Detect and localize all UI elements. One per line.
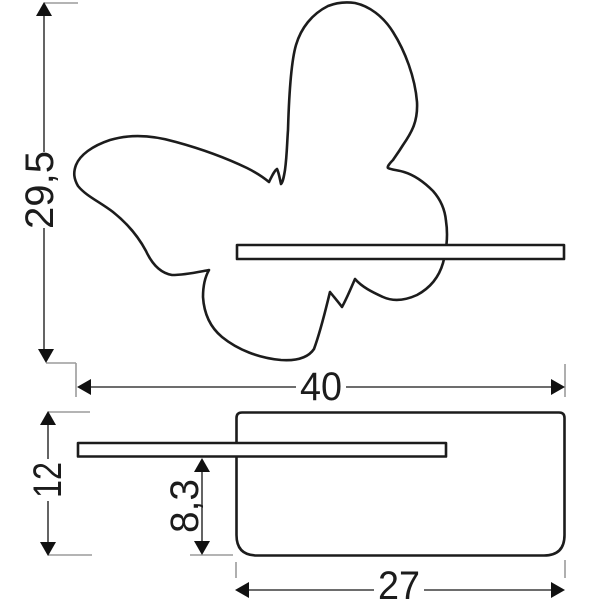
arrow-overall-height-bottom: [38, 349, 54, 363]
arrow-overall-width-left: [77, 379, 91, 395]
arrow-profile-width-left: [235, 582, 249, 598]
front-shelf-board: [235, 243, 566, 261]
butterfly-outline: [72, 1, 449, 362]
under-shelf-height-label: 8,3: [163, 479, 207, 533]
arrow-under-shelf-bottom: [194, 541, 210, 555]
arrow-overall-height-top: [36, 2, 52, 16]
arrow-profile-height-bottom: [40, 542, 56, 556]
arrow-profile-height-top: [40, 411, 56, 425]
dimension-labels: 29,5 40 12 8,3 27: [18, 151, 420, 600]
arrow-overall-width-right: [551, 379, 565, 395]
side-panel-bar: [76, 441, 448, 458]
extension-lines: [44, 2, 566, 578]
profile-height-label: 12: [26, 462, 70, 498]
dimension-arrowheads: [36, 2, 565, 598]
product-outlines: [72, 1, 566, 557]
profile-width-label: 27: [378, 564, 420, 600]
side-profile-outline: [235, 411, 566, 557]
overall-width-label: 40: [300, 365, 342, 409]
arrow-profile-width-right: [551, 582, 565, 598]
dimension-lines: [43, 14, 551, 591]
overall-height-label: 29,5: [18, 151, 62, 229]
arrow-under-shelf-top: [194, 458, 210, 472]
